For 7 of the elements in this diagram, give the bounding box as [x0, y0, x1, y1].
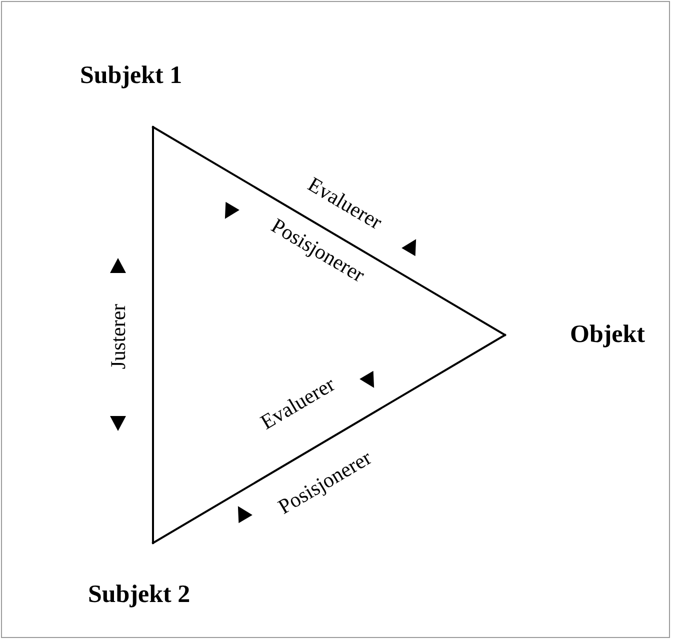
connector-line — [152, 126, 154, 544]
node-label: Subjekt 2 — [88, 581, 190, 609]
relation-label: Justerer — [108, 303, 129, 369]
node-label: Objekt — [570, 321, 645, 349]
node-label: Subjekt 1 — [80, 62, 182, 90]
connector-line — [152, 334, 506, 544]
connector-line — [152, 126, 506, 336]
